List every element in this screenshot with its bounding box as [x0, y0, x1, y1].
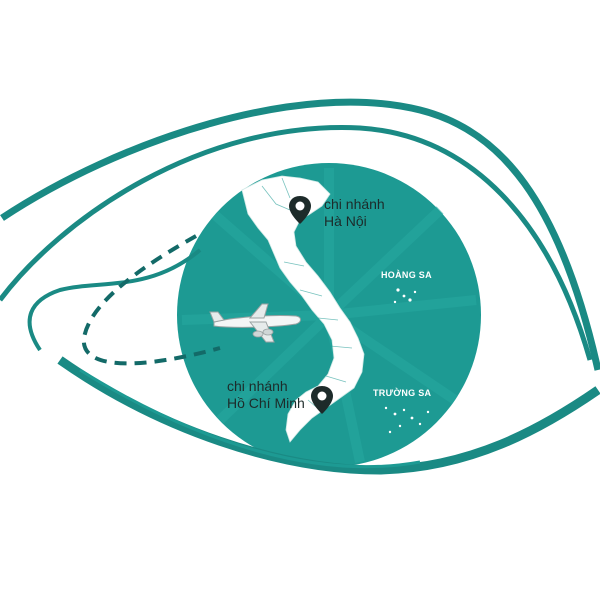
- truong-sa-label: TRƯỜNG SA: [373, 388, 432, 398]
- map-pin-icon: [311, 386, 333, 414]
- map-pin-icon: [289, 196, 311, 224]
- hoang-sa-islands: [393, 288, 417, 304]
- airplane-icon: [209, 303, 301, 343]
- branch-hanoi-line1: chi nhánh: [324, 196, 385, 212]
- branch-hcm-line2: Hồ Chí Minh: [227, 395, 305, 411]
- flight-path: [81, 234, 221, 366]
- eye-corner-curve: [27, 248, 202, 352]
- branch-hcm-line1: chi nhánh: [227, 378, 288, 394]
- truong-sa-islands: [384, 406, 430, 434]
- branch-hanoi-line2: Hà Nội: [324, 213, 367, 229]
- upper-eyelid-inner: [0, 125, 593, 361]
- hoang-sa-label: HOÀNG SA: [381, 270, 432, 280]
- lower-eyelid: [57, 356, 600, 475]
- lower-eyelid-thin: [79, 368, 421, 469]
- upper-eyelid-outer: [0, 98, 600, 371]
- branch-label-hcm: chi nhánh Hồ Chí Minh: [227, 378, 305, 412]
- branch-label-hanoi: chi nhánh Hà Nội: [324, 196, 385, 230]
